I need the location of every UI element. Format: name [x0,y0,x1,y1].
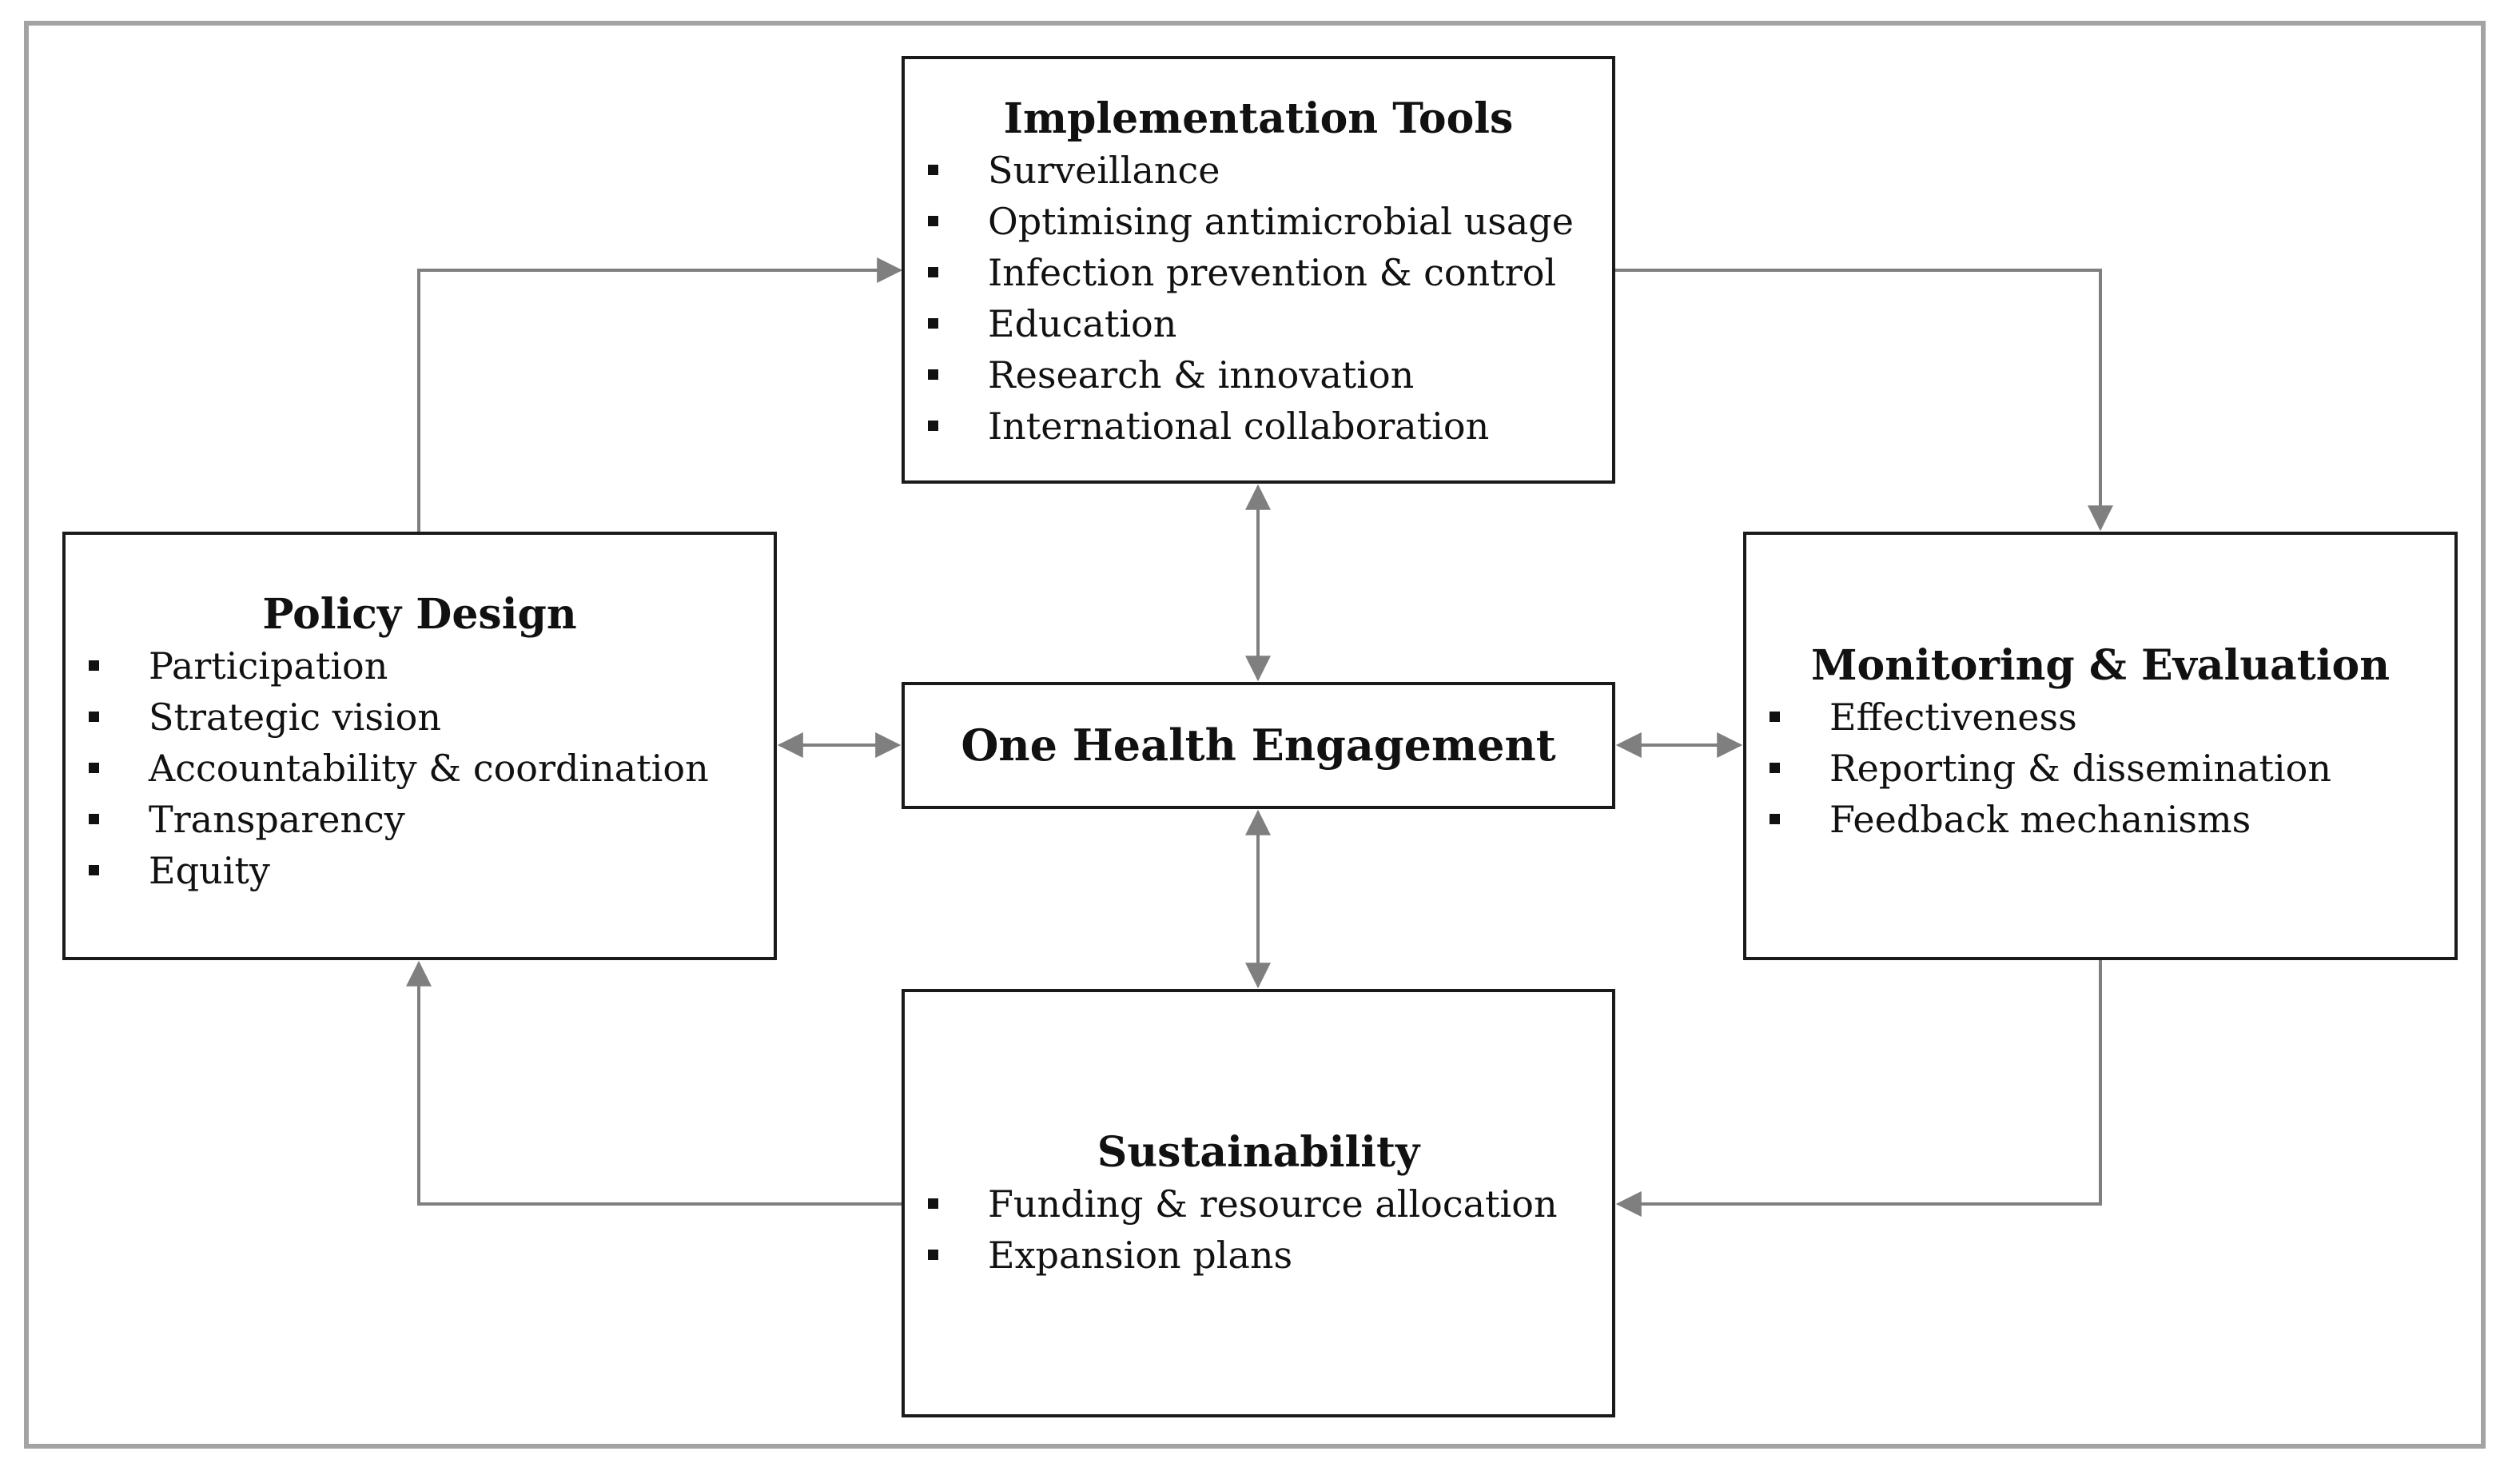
bullet-icon [928,1198,938,1209]
list-item: Strategic vision [66,692,774,743]
list-item: Transparency [66,794,774,845]
bullet-icon [928,267,938,277]
list-item: Surveillance [905,145,1612,196]
bullet-icon [1770,763,1780,773]
list-item: Effectiveness [1746,692,2454,743]
policy-design-title: Policy Design [262,590,577,639]
bullet-icon [89,763,99,773]
list-item: Optimising antimicrobial usage [905,196,1612,247]
policy-design-list: Participation Strategic vision Accountab… [66,640,774,896]
bullet-icon [89,660,99,671]
arrow-implementation-to-monitoring [1615,269,2113,532]
sustainability-box: Sustainability Funding & resource alloca… [902,989,1615,1417]
sustainability-list: Funding & resource allocation Expansion … [905,1178,1612,1281]
implementation-tools-box: Implementation Tools Surveillance Optimi… [902,56,1615,484]
arrow-monitoring-to-sustainability [1615,960,2102,1217]
list-item: Accountability & coordination [66,743,774,794]
list-item: Research & innovation [905,349,1612,401]
one-health-engagement-title: One Health Engagement [961,720,1556,771]
figure-frame [24,21,2486,1449]
bullet-icon [928,1250,938,1260]
bullet-icon [928,216,938,226]
policy-design-box: Policy Design Participation Strategic vi… [62,532,777,960]
bullet-icon [89,814,99,824]
list-item: Infection prevention & control [905,247,1612,298]
list-item: International collaboration [905,401,1612,452]
one-health-engagement-box: One Health Engagement [902,682,1615,809]
arrow-sustainability-to-policy [406,960,902,1206]
bullet-icon [928,421,938,431]
bullet-icon [1770,814,1780,824]
implementation-tools-title: Implementation Tools [1003,94,1514,143]
monitoring-evaluation-title: Monitoring & Evaluation [1810,641,2391,690]
monitoring-evaluation-box: Monitoring & Evaluation Effectiveness Re… [1743,532,2458,960]
list-item: Education [905,298,1612,349]
list-item: Expansion plans [905,1230,1612,1281]
bullet-icon [1770,712,1780,722]
implementation-tools-list: Surveillance Optimising antimicrobial us… [905,145,1612,452]
list-item: Funding & resource allocation [905,1178,1612,1230]
list-item: Feedback mechanisms [1746,794,2454,845]
sustainability-title: Sustainability [1097,1128,1420,1177]
list-item: Equity [66,845,774,896]
bullet-icon [928,165,938,175]
arrow-policy-to-implementation [417,257,903,532]
bullet-icon [89,865,99,875]
bullet-icon [928,318,938,329]
list-item: Participation [66,640,774,692]
bullet-icon [928,369,938,380]
bullet-icon [89,712,99,722]
monitoring-evaluation-list: Effectiveness Reporting & dissemination … [1746,692,2454,845]
list-item: Reporting & dissemination [1746,743,2454,794]
